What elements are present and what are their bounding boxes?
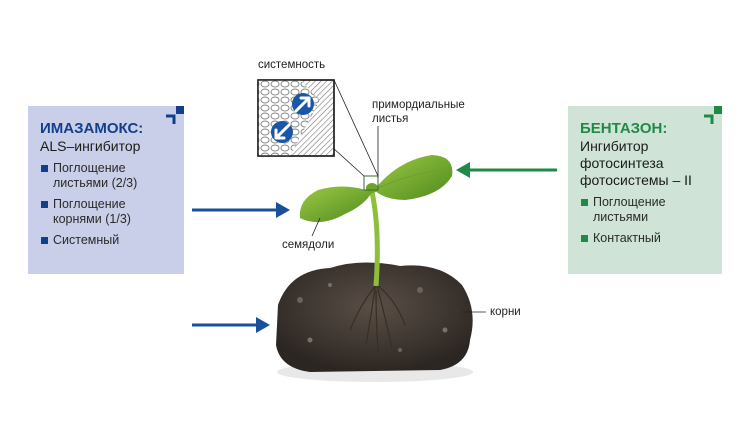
imazamox-subtitle: ALS–ингибитор [40,138,141,154]
bentazon-title: БЕНТАЗОН: [580,120,668,137]
circular-arrow-icon [271,121,293,143]
stem [369,191,380,287]
circular-arrow-icon [292,93,314,115]
arrow-right-icon [192,202,290,218]
bentazon-card: БЕНТАЗОН: Ингибитор фотосинтеза фотосист… [568,106,722,274]
list-item: Поглощение листьями (2/3) [40,161,174,191]
list-item: Контактный [580,231,712,246]
bentazon-subtitle: Ингибитор фотосинтеза фотосистемы – II [580,138,692,188]
corner-bracket-icon [704,106,722,124]
cotyledon-right [374,155,453,200]
zoom-box [363,175,379,191]
systemic-label: системность [258,59,326,71]
arrow-left-icon [456,162,557,178]
list-item: Поглощение листьями [580,195,712,225]
imazamox-card: ИМАЗАМОКС: ALS–ингибитор Поглощение лист… [28,106,184,274]
list-item: Поглощение корнями (1/3) [40,197,174,227]
cotyledons-label: семядоли [282,239,335,251]
systemic-inset [257,79,379,177]
bentazon-list: Поглощение листьями Контактный [580,195,712,246]
primordial-label: примордиальные листья [372,99,465,125]
arrow-right-icon [192,317,270,333]
cotyledon-left [299,186,372,223]
imazamox-list: Поглощение листьями (2/3) Поглощение кор… [40,161,174,248]
roots-label: корни [490,306,521,318]
primordial-bud [366,183,378,193]
cotyledon-leader [311,217,321,237]
corner-bracket-icon [166,106,184,124]
soil [276,262,473,382]
imazamox-title: ИМАЗАМОКС: [40,120,144,137]
list-item: Системный [40,233,174,248]
